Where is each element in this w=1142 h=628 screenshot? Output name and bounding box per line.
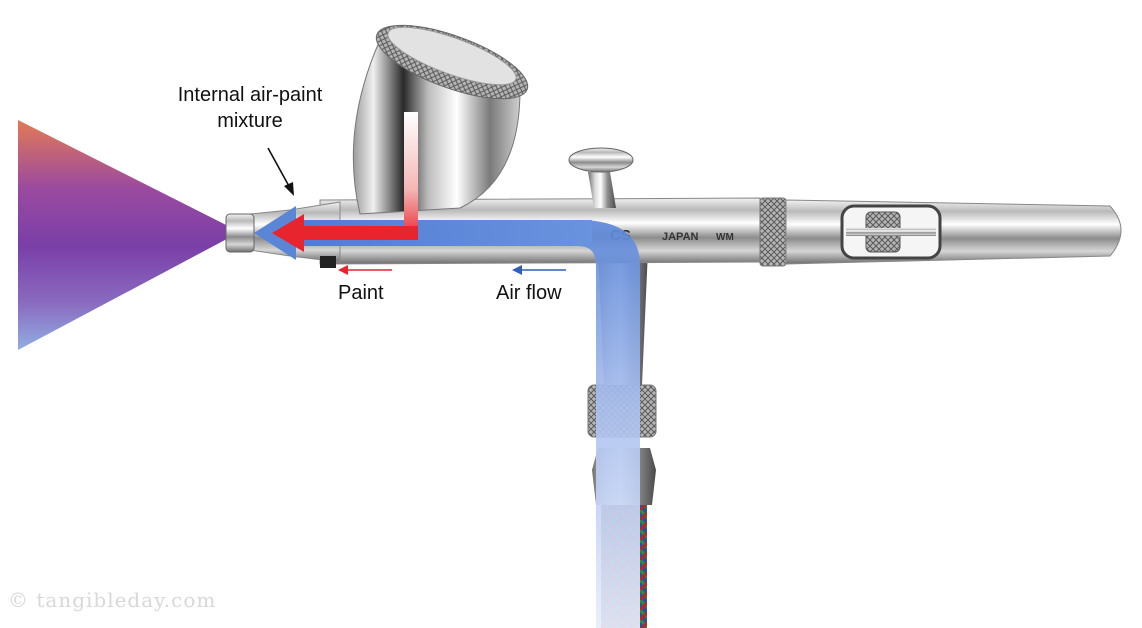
- trigger-cap: [568, 147, 634, 173]
- trigger-button: [588, 172, 616, 208]
- mixture-pointer-line: [267, 147, 291, 189]
- paint-flow-horizontal: [300, 226, 418, 240]
- paint-flow-arrowhead: [272, 214, 304, 252]
- rear-handle: [785, 199, 1122, 265]
- paint-flow-stem: [404, 112, 418, 240]
- body-engraving-code: WM: [716, 232, 734, 243]
- paint-label: Paint: [338, 282, 384, 304]
- paint-direction-head: [338, 265, 348, 275]
- body-engraving-origin: JAPAN: [662, 231, 699, 243]
- air-flow-path: [290, 220, 640, 628]
- spray-cone: [18, 120, 240, 350]
- nozzle-tip: [225, 213, 255, 253]
- mixture-pointer-head: [284, 182, 294, 196]
- air-direction-head: [512, 265, 522, 275]
- internal-mixture-label: Internal air-paint mixture: [177, 84, 323, 132]
- needle-rod: [846, 228, 936, 236]
- paint-cup-lid-top: [387, 26, 517, 86]
- nozzle-notch: [320, 256, 336, 268]
- body-collar: [759, 197, 787, 267]
- air-flow-label: Air flow: [496, 282, 562, 304]
- watermark: © tangibleday.com: [8, 588, 217, 612]
